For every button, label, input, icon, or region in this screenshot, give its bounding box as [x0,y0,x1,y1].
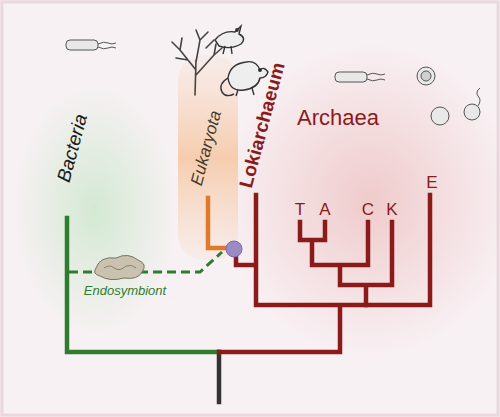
clade-letter: A [319,201,330,218]
endosymbiont-label: Endosymbiont [84,284,166,297]
clade-letter: C [362,201,374,218]
endosymbiont-cell [95,255,145,279]
archaea-glow [220,40,500,360]
domain-label: Archaea [297,107,379,129]
endosymbiosis-dash [69,252,222,272]
bacteria-glow [10,80,180,340]
tree-branches [67,195,430,402]
fusion-dot [226,241,242,257]
clade-letter: K [386,201,397,218]
bird-icon [215,26,244,54]
eukaryota-band [178,55,238,260]
clade-letter: E [426,174,437,191]
clade-letter: T [295,201,305,218]
